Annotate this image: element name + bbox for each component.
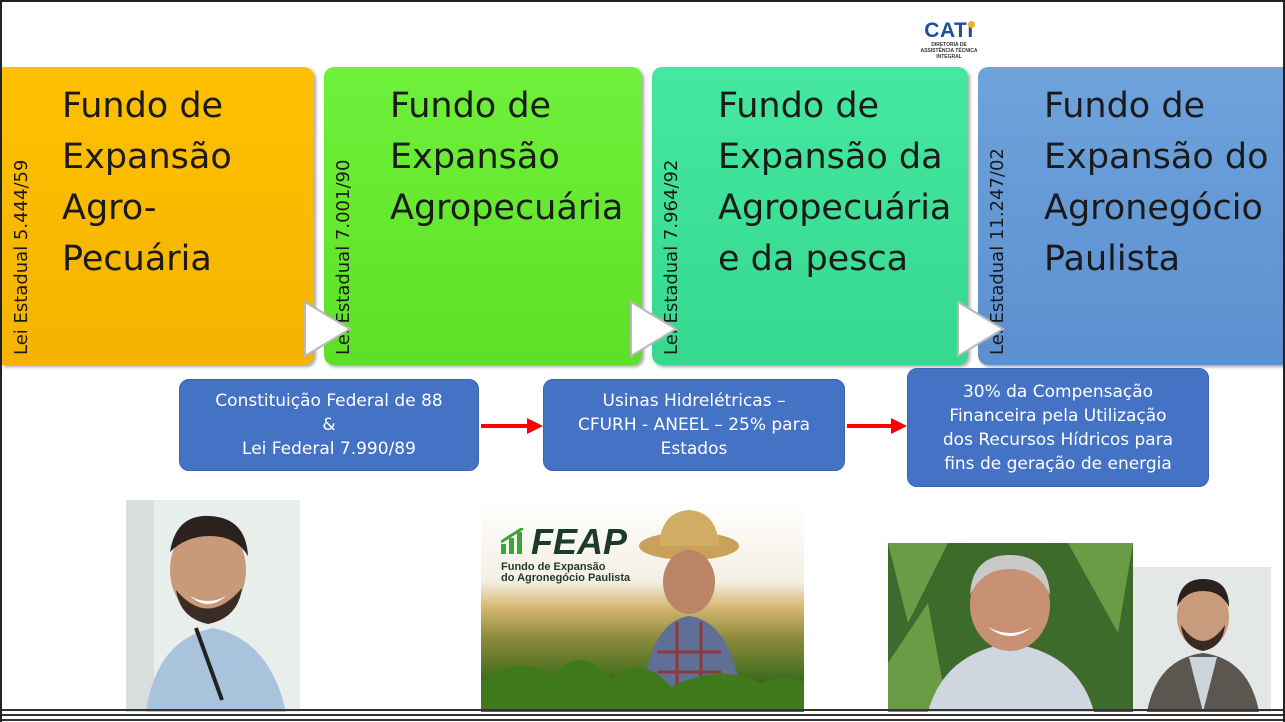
chevron-right-icon: [304, 300, 352, 358]
flow-text: Financeira pela Utilização: [949, 405, 1167, 426]
flow-box-hydro: Usinas Hidrelétricas – CFURH - ANEEL – 2…: [543, 379, 845, 471]
person-photo: [126, 500, 300, 712]
flow-text: 30% da Compensação: [962, 381, 1154, 402]
fund-column-3: Lei Estadual 7.964/92 Fundo de Expansão …: [652, 67, 968, 365]
person-silhouette-icon: [1133, 567, 1271, 712]
flow-box-constitution: Constituição Federal de 88 & Lei Federal…: [179, 379, 479, 471]
logo-wordmark: CATI: [924, 19, 974, 42]
flow-text: Lei Federal 7.990/89: [242, 439, 416, 459]
feap-banner-photo: FEAP Fundo de Expansão do Agronegócio Pa…: [481, 502, 804, 712]
divider: [2, 719, 1283, 721]
person-silhouette-icon: [126, 500, 300, 712]
divider: [2, 709, 1283, 711]
cati-logo: CATI DIRETORIA DE ASSISTÊNCIA TÉCNICA IN…: [914, 19, 984, 61]
farmer-field-icon: [481, 502, 804, 712]
arrow-right-icon: [847, 418, 907, 434]
divider: [2, 714, 1283, 716]
chevron-right-icon: [957, 300, 1005, 358]
person-silhouette-icon: [888, 543, 1133, 712]
person-photo: [888, 543, 1133, 712]
fund-column-4: Lei Estadual 11.247/02 Fundo de Expansão…: [978, 67, 1283, 365]
feap-logo-subtitle: Fundo de Expansão do Agronegócio Paulist…: [501, 561, 631, 584]
fund-title: Fundo de Expansão Agro- Pecuária: [62, 86, 232, 279]
fund-title: Fundo de Expansão Agropecuária: [390, 86, 624, 228]
fund-column-2: Lei Estadual 7.001/90 Fundo de Expansão …: [324, 67, 642, 365]
flow-text: Usinas Hidrelétricas –: [602, 391, 786, 411]
feap-bars-icon: [501, 528, 524, 554]
fund-column-1: Lei Estadual 5.444/59 Fundo de Expansão …: [2, 67, 314, 365]
flow-text: Constituição Federal de 88: [215, 391, 443, 411]
flow-text: Estados: [660, 439, 728, 459]
person-photo: [1133, 567, 1271, 712]
flow-text: fins de geração de energia: [944, 453, 1172, 474]
flow-text: dos Recursos Hídricos para: [942, 429, 1174, 450]
flow-box-compensation: 30% da Compensação Financeira pela Utili…: [907, 368, 1209, 487]
law-label: Lei Estadual 5.444/59: [11, 159, 32, 355]
flow-text: CFURH - ANEEL – 25% para: [577, 415, 811, 435]
logo-dot-icon: [968, 21, 975, 28]
logo-subtitle: DIRETORIA DE ASSISTÊNCIA TÉCNICA INTEGRA…: [920, 42, 978, 60]
fund-title: Fundo de Expansão do Agronegócio Paulist…: [1044, 86, 1269, 279]
chevron-right-icon: [630, 300, 678, 358]
feap-logo-title: FEAP: [531, 521, 628, 562]
fund-title: Fundo de Expansão da Agropecuária e da p…: [718, 86, 952, 279]
flow-text: &: [322, 415, 336, 435]
arrow-right-icon: [481, 418, 543, 434]
